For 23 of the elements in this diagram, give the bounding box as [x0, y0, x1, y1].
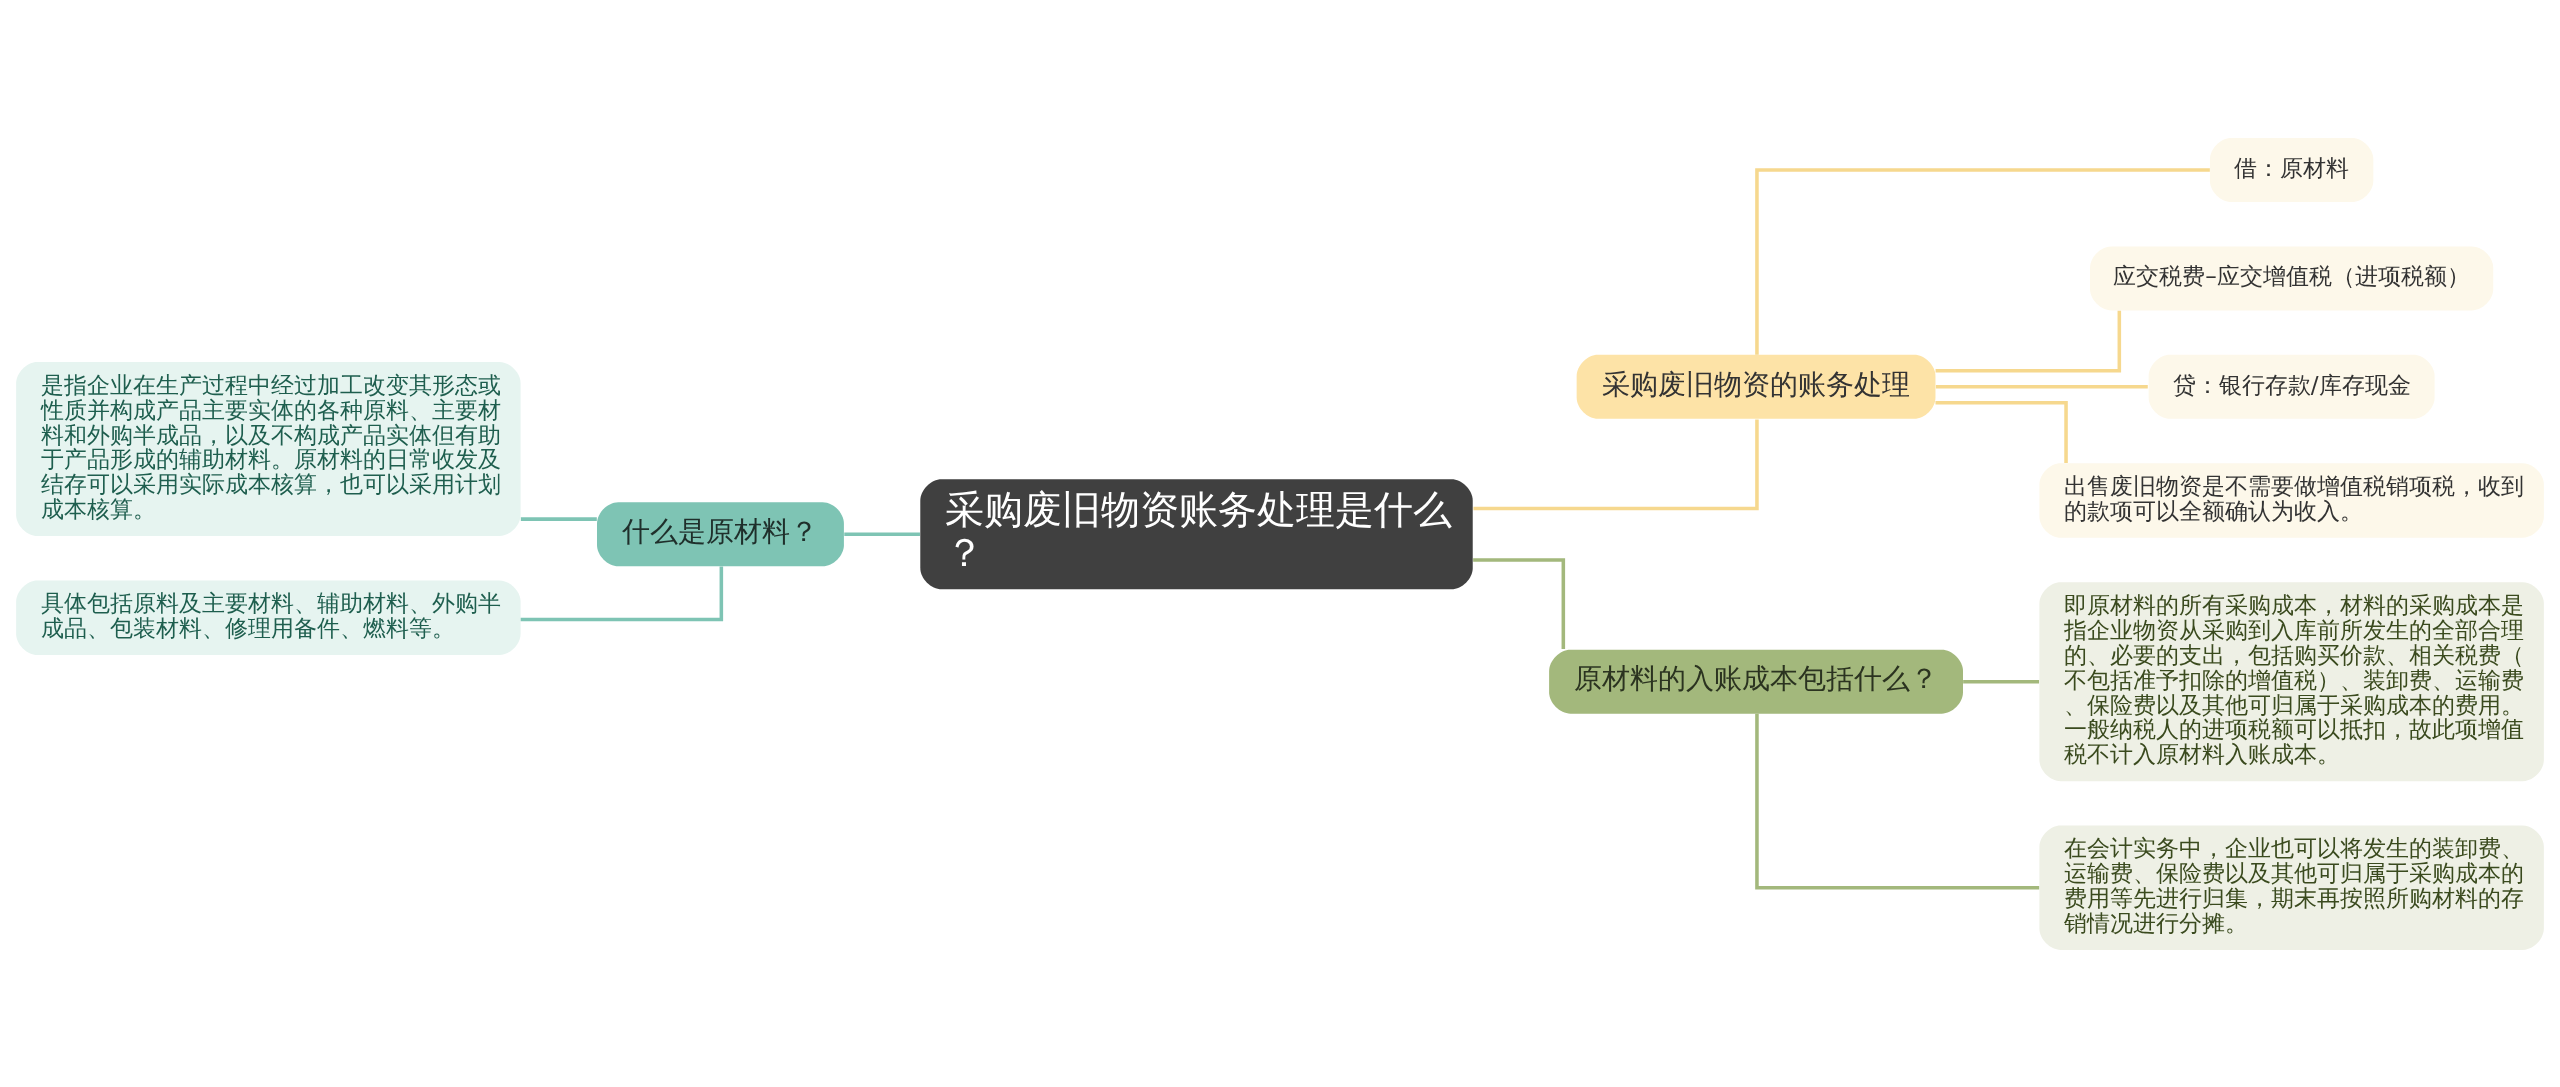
node-box: 应交税费–应交增值税（进项税额）: [2090, 245, 2494, 310]
connector: [1935, 384, 2148, 389]
connector: [520, 516, 597, 521]
connector: [1935, 310, 2122, 373]
connector: [1755, 167, 2210, 355]
connector: [520, 565, 724, 621]
node-box: 什么是原材料？: [597, 501, 844, 566]
connector: [1473, 418, 1759, 510]
node-box: 在会计实务中，企业也可以将发生的装卸费、运输费、保险费以及其他可归属于采购成本的费用等先进行归集，期末再按照所购材料的存销情况进行分摊。: [2039, 825, 2544, 950]
node-box: 具体包括原料及主要材料、辅助材料、外购半成品、包装材料、修理用备件、燃料等。: [16, 579, 521, 655]
node-box: 即原材料的所有采购成本，材料的采购成本是指企业物资从采购到入库前所发生的全部合理的、必要的支出，包括购买价款、相关税费（不包括准予扣除的增值税）、装卸费、运输费、保险费以及其他可归属于采购成本的费用。一般纳税人的进项税额可以抵扣，故此项增值税不计入原材料入账成本。: [2039, 581, 2544, 781]
connector: [1935, 400, 2068, 463]
node-box: 采购废旧物资的账务处理: [1576, 354, 1936, 419]
connector: [1473, 557, 1566, 649]
connector: [1963, 679, 2040, 683]
connector: [1755, 713, 2040, 889]
node-box: 出售废旧物资是不需要做增值税销项税，收到的款项可以全额确认为收入。: [2039, 462, 2544, 538]
node-box: 是指企业在生产过程中经过加工改变其形态或性质并构成产品主要实体的各种原料、主要材料和外购半成品，以及不构成产品实体但有助于产品形成的辅助材料。原材料的日常收发及结存可以采用实际成本核算，也可以采用计划成本核算。: [16, 361, 521, 536]
node-box: 贷：银行存款/库存现金: [2148, 354, 2435, 419]
connector: [844, 531, 920, 536]
node-box: 原材料的入账成本包括什么？: [1549, 649, 1963, 714]
node-box: 采购废旧物资账务处理是什么？: [920, 478, 1473, 589]
node-box: 借：原材料: [2209, 137, 2374, 202]
